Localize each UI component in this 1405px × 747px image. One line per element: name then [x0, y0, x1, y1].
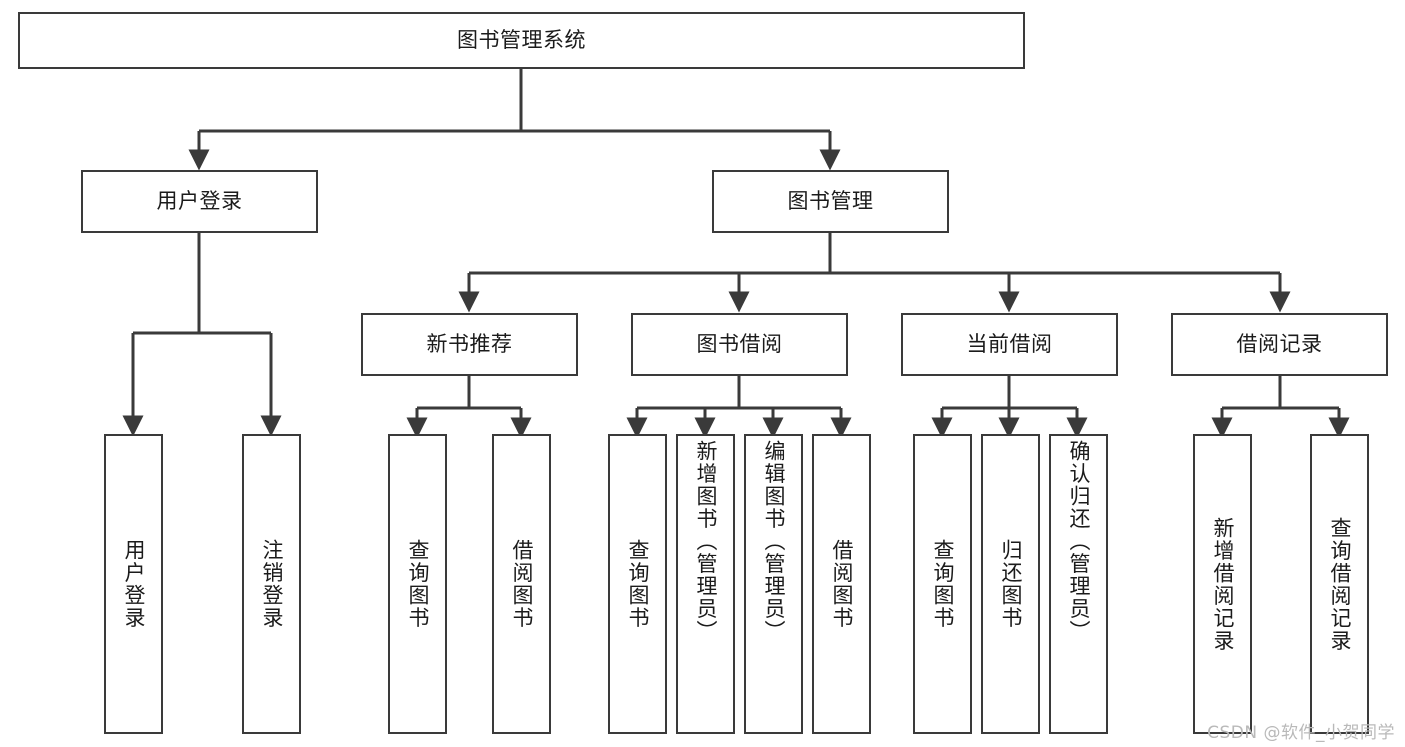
node-label: 用户登录: [122, 539, 146, 629]
leaf-confirm-return[interactable]: 确认归还（管理员）: [1049, 434, 1108, 734]
node-label: 查询借阅记录: [1328, 516, 1352, 652]
node-label: 查询图书: [626, 539, 650, 629]
node-label: 新增图书（管理员）: [694, 440, 718, 643]
leaf-query-book-recommend[interactable]: 查询图书: [388, 434, 447, 734]
node-book-management[interactable]: 图书管理: [712, 170, 949, 233]
watermark-text: CSDN @软件_小贺同学: [1207, 723, 1395, 743]
node-borrow-record[interactable]: 借阅记录: [1171, 313, 1388, 376]
node-book-management-system[interactable]: 图书管理系统: [18, 12, 1025, 69]
node-user-login[interactable]: 用户登录: [81, 170, 318, 233]
node-label: 注销登录: [260, 539, 284, 629]
node-label: 归还图书: [999, 539, 1023, 629]
node-label: 用户登录: [156, 189, 243, 214]
leaf-user-login[interactable]: 用户登录: [104, 434, 163, 734]
node-new-book-recommend[interactable]: 新书推荐: [361, 313, 578, 376]
leaf-add-book[interactable]: 新增图书（管理员）: [676, 434, 735, 734]
leaf-query-borrow-record[interactable]: 查询借阅记录: [1310, 434, 1369, 734]
node-label: 借阅图书: [510, 539, 534, 629]
leaf-edit-book[interactable]: 编辑图书（管理员）: [744, 434, 803, 734]
leaf-add-borrow-record[interactable]: 新增借阅记录: [1193, 434, 1252, 734]
node-label: 图书管理: [787, 189, 874, 214]
node-label: 编辑图书（管理员）: [762, 440, 786, 643]
node-current-borrow[interactable]: 当前借阅: [901, 313, 1118, 376]
node-label: 图书管理系统: [457, 28, 586, 53]
leaf-logout-login[interactable]: 注销登录: [242, 434, 301, 734]
leaf-return-book[interactable]: 归还图书: [981, 434, 1040, 734]
leaf-borrow-book[interactable]: 借阅图书: [812, 434, 871, 734]
node-label: 借阅图书: [830, 539, 854, 629]
node-label: 图书借阅: [696, 332, 783, 357]
node-label: 确认归还（管理员）: [1067, 440, 1091, 643]
leaf-query-book-current[interactable]: 查询图书: [913, 434, 972, 734]
node-book-borrow[interactable]: 图书借阅: [631, 313, 848, 376]
leaf-query-book-borrow[interactable]: 查询图书: [608, 434, 667, 734]
node-label: 查询图书: [406, 539, 430, 629]
node-label: 查询图书: [931, 539, 955, 629]
leaf-borrow-book-recommend[interactable]: 借阅图书: [492, 434, 551, 734]
node-label: 当前借阅: [966, 332, 1053, 357]
node-label: 新书推荐: [426, 332, 513, 357]
node-label: 新增借阅记录: [1211, 516, 1235, 652]
node-label: 借阅记录: [1236, 332, 1323, 357]
